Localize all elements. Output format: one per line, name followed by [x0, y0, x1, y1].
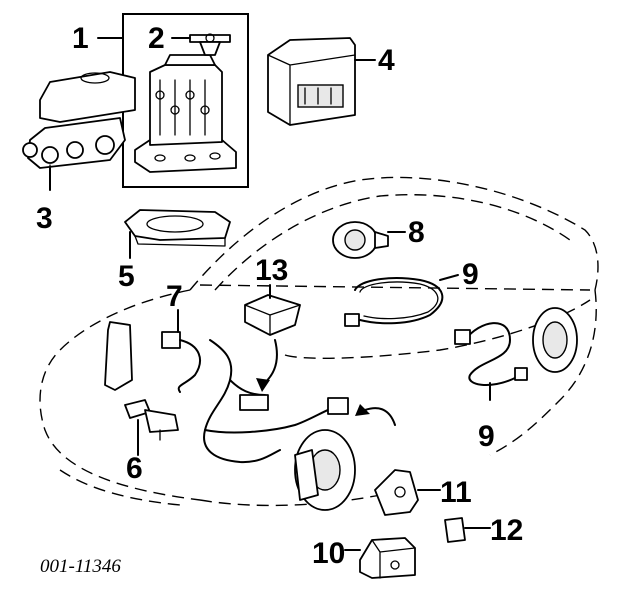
label-part-11: 11: [440, 476, 472, 509]
label-part-12: 12: [490, 514, 523, 547]
label-part-13: 13: [255, 254, 288, 287]
label-part-5: 5: [118, 260, 135, 293]
steering-knuckle-sensor: [374, 469, 419, 516]
wheel-speed-sensor: [124, 399, 179, 441]
rear-harness-lower: [454, 322, 528, 386]
leader-lines: [49, 37, 491, 551]
label-part-9-upper: 9: [462, 258, 479, 291]
label-part-1: 1: [72, 22, 89, 55]
label-part-2: 2: [148, 22, 165, 55]
pressure-sensor: [189, 33, 231, 56]
label-part-4: 4: [378, 44, 395, 77]
control-module: [267, 37, 356, 126]
label-part-6: 6: [126, 452, 143, 485]
pump-motor: [332, 221, 389, 259]
retaining-clip: [444, 517, 466, 543]
rear-rotor: [532, 307, 578, 373]
figure-code: 001-11346: [40, 556, 121, 577]
front-brake-assembly: [294, 429, 356, 511]
car-body-outline: [39, 176, 599, 507]
mounting-bracket: [124, 209, 231, 247]
pressure-modulator-valve: [359, 537, 416, 579]
label-part-3: 3: [36, 202, 53, 235]
master-cylinder: [22, 71, 136, 191]
label-part-9-lower: 9: [478, 420, 495, 453]
main-wiring-harness: [203, 339, 396, 464]
rear-harness-upper: [344, 277, 444, 327]
front-sensor-cable: [104, 321, 201, 393]
label-part-7: 7: [166, 280, 183, 313]
label-part-8: 8: [408, 216, 425, 249]
label-part-10: 10: [312, 537, 345, 570]
ebcm-module: [244, 294, 301, 392]
